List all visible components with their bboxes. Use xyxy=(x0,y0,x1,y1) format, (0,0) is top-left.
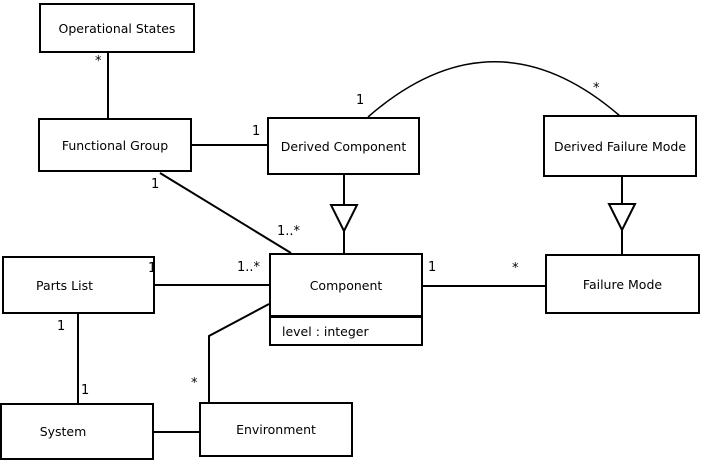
class-derived-failure-mode: Derived Failure Mode xyxy=(543,115,697,177)
multiplicity-pl-comp-target: 1..* xyxy=(237,260,261,275)
multiplicity-comp-env-target: * xyxy=(191,376,198,391)
generalization-triangle-icon xyxy=(607,203,637,233)
class-parts-list: Parts List xyxy=(2,256,155,314)
multiplicity-os-fg: * xyxy=(95,54,102,69)
class-name-label: Functional Group xyxy=(61,137,169,153)
edge-functional-group-component xyxy=(159,172,292,254)
class-name-label: Component xyxy=(309,277,383,293)
class-name-label: System xyxy=(39,424,87,439)
class-functional-group: Functional Group xyxy=(38,118,192,172)
multiplicity-arc-source: 1 xyxy=(356,93,365,108)
class-name-label: Parts List xyxy=(35,277,93,293)
multiplicity-pl-sys-target: 1 xyxy=(81,383,90,398)
class-operational-states: Operational States xyxy=(39,3,195,53)
class-name-label: Derived Component xyxy=(280,138,407,154)
multiplicity-comp-fm-source: 1 xyxy=(428,260,437,275)
multiplicity-pl-comp-source: 1 xyxy=(148,261,157,276)
class-failure-mode: Failure Mode xyxy=(545,254,700,314)
class-attribute-label: level : integer xyxy=(282,323,369,339)
class-environment: Environment xyxy=(199,402,353,457)
class-name-label: Environment xyxy=(236,422,316,437)
class-name-label: Derived Failure Mode xyxy=(553,138,687,154)
class-derived-component: Derived Component xyxy=(267,117,420,175)
class-attribute-compartment: level : integer xyxy=(271,318,421,344)
multiplicity-fg-comp-source: 1 xyxy=(151,177,160,192)
generalization-triangle-icon xyxy=(329,204,359,234)
multiplicity-fg-comp-target: 1..* xyxy=(277,224,301,239)
class-name-label: Operational States xyxy=(58,20,176,36)
class-name-label: Failure Mode xyxy=(582,276,663,292)
class-system: System xyxy=(0,403,154,460)
multiplicity-arc-target: * xyxy=(593,81,600,96)
edge-arc-derived-component-derived-failure-mode xyxy=(367,61,621,118)
multiplicity-comp-fm-target: * xyxy=(512,261,519,276)
edge-component-environment xyxy=(208,303,270,402)
multiplicity-pl-sys-source: 1 xyxy=(57,319,66,334)
class-component: Component level : integer xyxy=(269,253,423,346)
multiplicity-fg-dc: 1 xyxy=(252,124,261,139)
class-name-compartment: Component xyxy=(271,255,421,318)
